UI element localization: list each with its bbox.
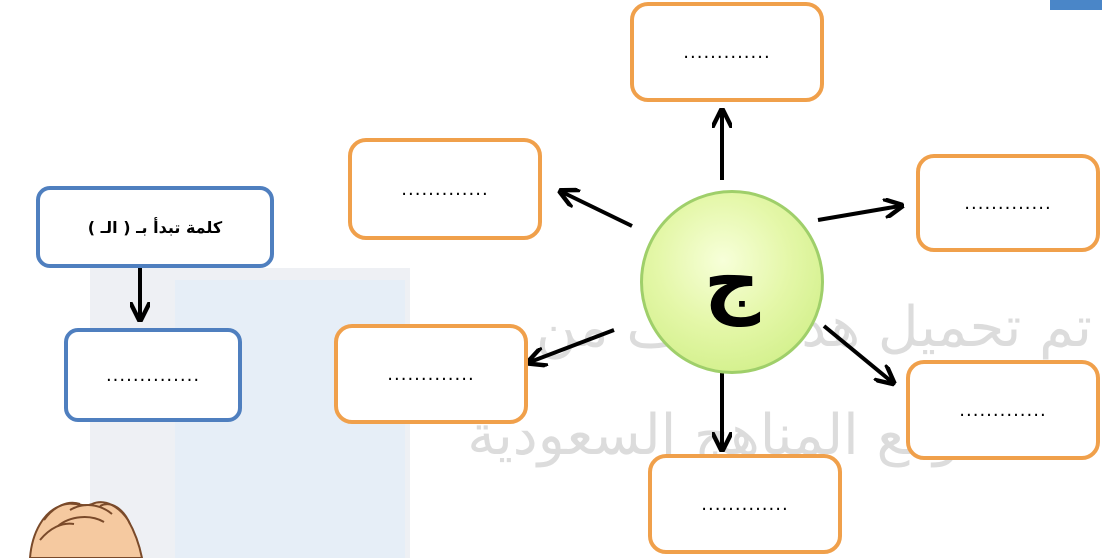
answer-box-top[interactable]: ............. (630, 2, 824, 102)
answer-box-right[interactable]: ............. (916, 154, 1100, 252)
arrow-up-left (562, 192, 633, 228)
al-word-title-box: كلمة تبدأ بـ ( الـ ) (36, 186, 274, 268)
arrow-down-left (530, 328, 615, 362)
answer-box-upper-left[interactable]: ............. (348, 138, 542, 240)
answer-box-lower-right[interactable]: ............. (906, 360, 1100, 460)
arrow-right (817, 206, 900, 222)
top-corner-bar (1050, 0, 1102, 10)
answer-box-bottom[interactable]: ............. (648, 454, 842, 554)
al-word-answer-box[interactable]: .............. (64, 328, 242, 422)
center-letter-circle: ج (640, 190, 824, 374)
cartoon-character-image (28, 501, 144, 558)
arrow-down-right (822, 324, 892, 382)
answer-box-lower-left[interactable]: ............. (334, 324, 528, 424)
